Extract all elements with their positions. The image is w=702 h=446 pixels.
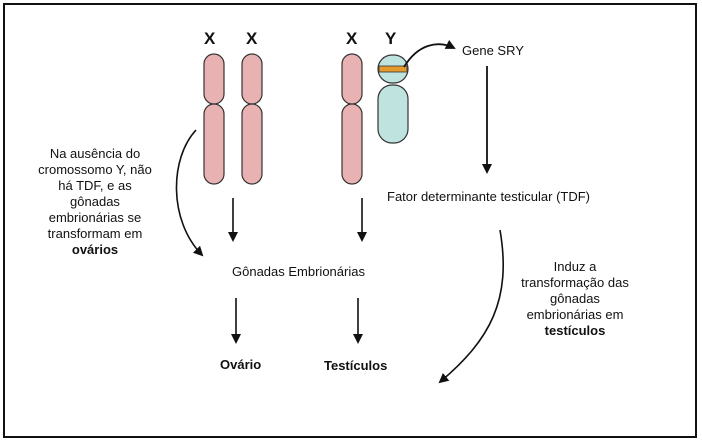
label-x-male: X <box>346 29 358 48</box>
right-note-line: gônadas <box>550 291 600 306</box>
ovary-label: Ovário <box>220 357 262 372</box>
right-note: Induz a transformação das gônadas embrio… <box>510 259 640 339</box>
label-y-male: Y <box>385 29 397 48</box>
left-note-line: cromossomo Y, não <box>38 162 152 177</box>
left-note-line: embrionárias se <box>48 210 142 225</box>
arrow-no-y-to-gonads <box>175 129 204 257</box>
left-note-line: gônadas <box>70 194 120 209</box>
sry-band <box>378 65 408 73</box>
x-chromosome-male <box>341 53 363 185</box>
left-note-line: Na ausência do <box>49 146 141 161</box>
x-chromosome-female-left <box>203 53 225 185</box>
gonads-label: Gônadas Embrionárias <box>232 264 365 279</box>
right-note-emphasis: testículos <box>544 323 606 338</box>
y-chromosome <box>377 54 409 144</box>
left-note-emphasis: ovários <box>71 242 119 257</box>
right-note-line: embrionárias em <box>526 307 624 322</box>
arrow-tdf-to-testes <box>438 229 504 384</box>
left-note-line: transformam em <box>47 226 143 241</box>
diagram-frame <box>3 3 697 438</box>
label-x-female-left: X <box>204 29 216 48</box>
tdf-label: Fator determinante testicular (TDF) <box>387 189 591 204</box>
right-note-line: Induz a <box>553 259 597 274</box>
right-note-line: transformação das <box>521 275 629 290</box>
label-x-female-right: X <box>246 29 258 48</box>
gene-sry-label: Gene SRY <box>462 43 524 58</box>
left-note-line: há TDF, e as <box>58 178 132 193</box>
arrow-y-to-sry <box>403 39 456 68</box>
testes-label: Testículos <box>324 358 388 373</box>
left-note: Na ausência do cromossomo Y, não há TDF,… <box>30 146 160 258</box>
x-chromosome-female-right <box>241 53 263 185</box>
